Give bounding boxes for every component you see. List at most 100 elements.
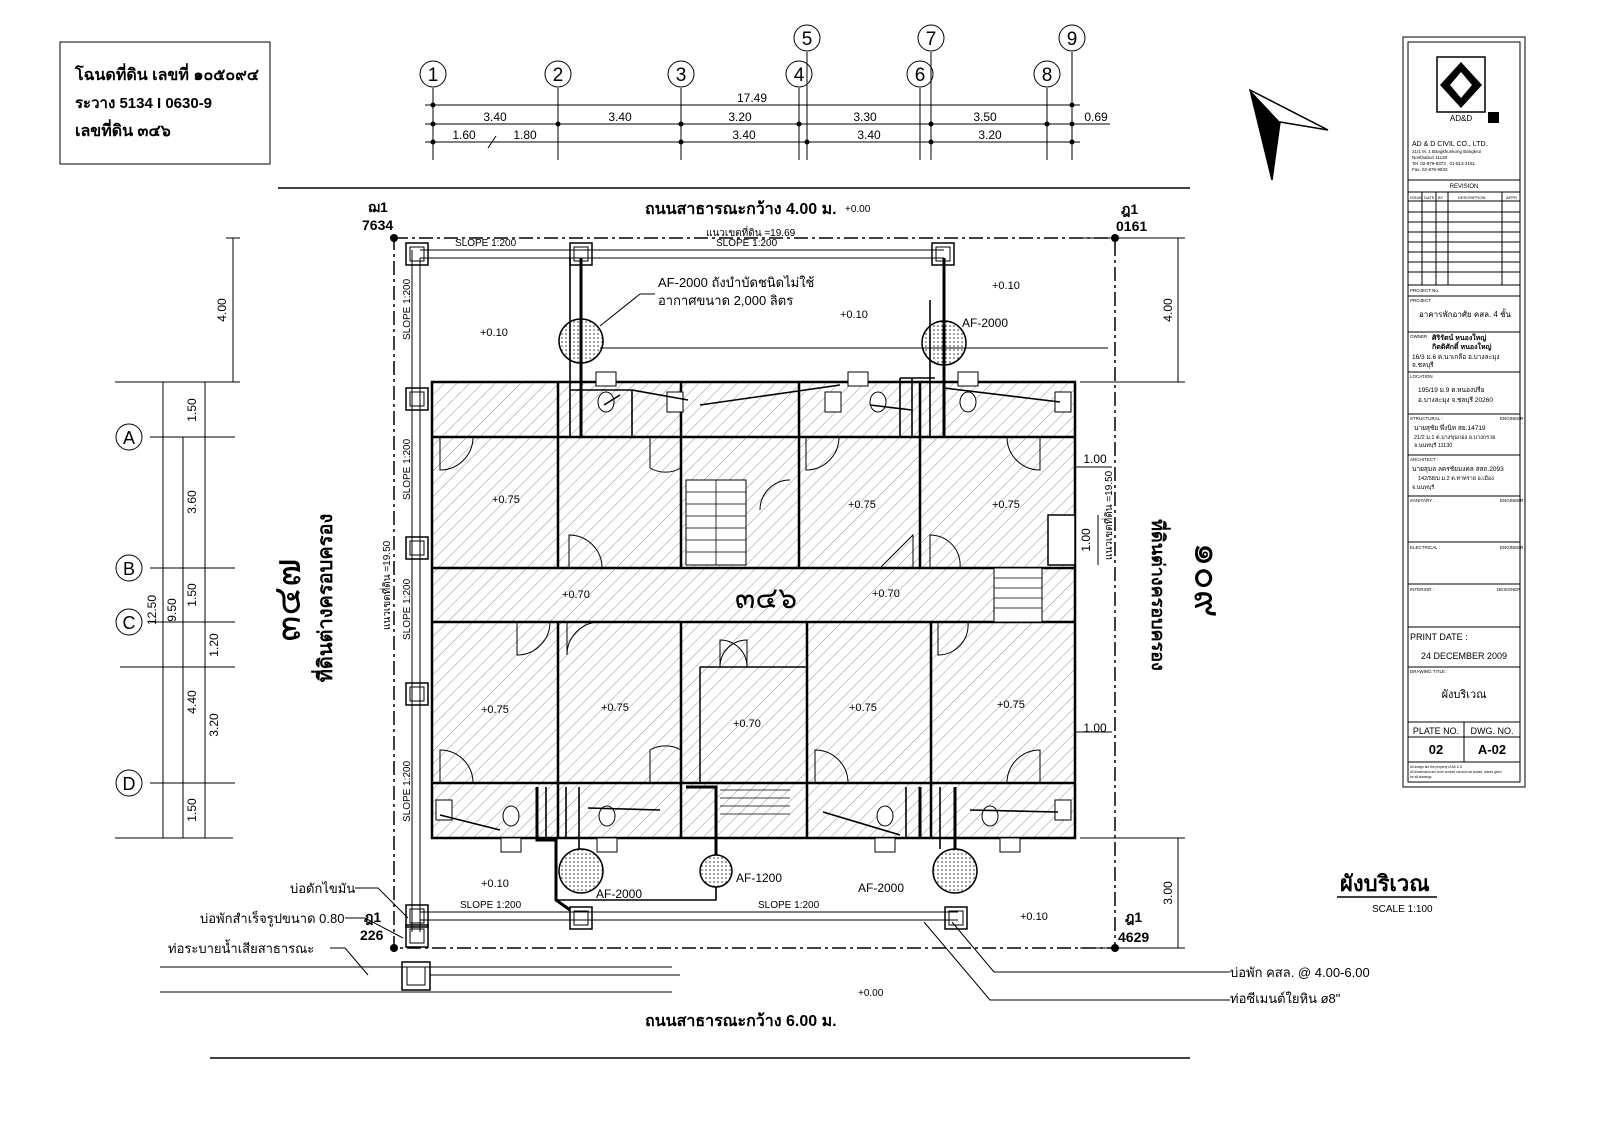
print-date-label: PRINT DATE : xyxy=(1410,632,1468,642)
road-bottom-label: ถนนสาธารณะกว้าง 6.00 ม. xyxy=(645,1012,837,1030)
tank-note-2: อากาศขนาด 2,000 ลิตร xyxy=(658,293,793,308)
grid-label-D: D xyxy=(123,774,136,794)
level-corr-1: +0.70 xyxy=(562,589,590,601)
marker-br-num: 4629 xyxy=(1118,929,1149,945)
neighbor-right-text: ที่ดินต่างครอบครอง xyxy=(1148,519,1171,671)
dim-left-mid-1: 3.20 xyxy=(207,713,221,737)
grid-label-4: 4 xyxy=(794,65,805,86)
level-room-6: +0.75 xyxy=(849,702,877,714)
building-plan xyxy=(430,371,1077,853)
rev-col-by: BY xyxy=(1438,195,1444,200)
rev-col-issue: ISSUE xyxy=(1410,195,1422,200)
dim-left-2: 1.50 xyxy=(185,583,199,607)
bathroom-fixtures xyxy=(435,371,1072,853)
drain-channels xyxy=(411,249,958,932)
marker-tl-code: ฌ1 xyxy=(368,199,388,215)
rev-col-desc: DESCRIPTION xyxy=(1458,195,1485,200)
logo-text: AD&D xyxy=(1450,114,1472,123)
site-boundary xyxy=(393,237,1116,949)
leader-manhole: บ่อพักสำเร็จรูปขนาด 0.80 xyxy=(200,909,344,927)
dim-r1-2: 3.20 xyxy=(728,110,752,124)
project-name: อาคารพักอาศัย คสล. 4 ชั้น xyxy=(1419,308,1512,319)
dim-left-mid-0: 9.50 xyxy=(165,598,179,622)
dwg-no-label: DWG. NO. xyxy=(1471,726,1514,736)
dim-right-1: 1.00 xyxy=(1083,452,1107,466)
owner-prov: จ.ชลบุรี xyxy=(1412,361,1434,369)
level-room-7: +0.75 xyxy=(997,699,1025,711)
neighbor-left-text: ที่ดินต่างครอบครอง xyxy=(310,514,337,683)
marker-bl-code: ฎ1 xyxy=(364,909,381,926)
marker-tr-num: 0161 xyxy=(1116,218,1147,234)
footer-2: All dimensions are to be worked out and … xyxy=(1410,770,1502,774)
deed-line-1: โฉนดที่ดิน เลขที่ ๑๐๕๐๙๔ xyxy=(74,63,259,84)
slope-label-5: SLOPE 1:200 xyxy=(402,578,413,640)
leader-grease-trap: บ่อดักไขมัน xyxy=(290,881,355,896)
road-top-label: ถนนสาธารณะกว้าง 4.00 ม. xyxy=(645,200,837,218)
interior-designer-label: DESIGNER xyxy=(1497,587,1521,592)
architect-2: 142/58/ม ม.2 ต.ทาทราย อ.เมือง xyxy=(1418,475,1494,482)
dim-total: 17.49 xyxy=(737,91,767,105)
dim-r2-1: 1.80 xyxy=(513,128,537,142)
electrical-label: ELECTRICAL : xyxy=(1410,545,1440,550)
architect-3: จ.นนทบุรี xyxy=(1412,484,1434,491)
right-dimensions: 4.00 3.00 1.00 1.00 1.00 xyxy=(1075,237,1185,949)
drawing-title-label: DRAWING TITLE : xyxy=(1410,669,1448,674)
level-site-tc: +0.10 xyxy=(840,309,868,321)
septic-tank-br xyxy=(932,848,978,894)
plot-number: ๓๔๖ xyxy=(735,581,797,616)
level-room-5: +0.75 xyxy=(601,702,629,714)
level-site-tr: +0.10 xyxy=(992,280,1020,292)
company-logo xyxy=(1436,56,1486,113)
owner-name-1: ศิริรัตน์ หนองใหญ่ xyxy=(1431,333,1486,342)
leader-public-drain: ท่อระบายน้ำเสียสาธารณะ xyxy=(168,939,314,956)
structural-3: จ.นนทบุรี 11130 xyxy=(1414,442,1452,449)
grid-bubble-9 xyxy=(1058,24,1086,52)
plate-no: 02 xyxy=(1429,742,1443,757)
owner-addr: 16/3 ม.6 ต.นาเกลือ อ.บางละมุง xyxy=(1412,353,1500,361)
dim-left-0: 1.50 xyxy=(185,398,199,422)
dim-right-2: 1.00 xyxy=(1079,528,1093,552)
dim-left-1: 3.60 xyxy=(185,490,199,514)
grid-bubble-B xyxy=(115,554,143,582)
sanitary-label: SANITARY : xyxy=(1410,498,1435,503)
title-block-drawing-title: ผังบริเวณ xyxy=(1442,689,1487,701)
level-room-3: +0.75 xyxy=(992,499,1020,511)
company-addr-2: Nonthaburi 11130 xyxy=(1412,155,1448,160)
neighbor-right-number: ๑๐๙ xyxy=(1186,542,1230,617)
dim-r2-4: 3.20 xyxy=(978,128,1002,142)
grid-bubble-3 xyxy=(667,60,695,88)
structural-1: นายสุชัย พึ่งนิท สย.14719 xyxy=(1414,423,1486,432)
drawing-scale: SCALE 1:100 xyxy=(1372,904,1433,915)
deed-line-3: เลขที่ดิน ๓๔๖ xyxy=(75,119,171,140)
grid-label-5: 5 xyxy=(802,29,813,50)
company-addr-3: Tel. 02-879-8373 , 01-813-3151 xyxy=(1412,161,1476,166)
grid-bubble-6 xyxy=(906,60,934,88)
grid-label-8: 8 xyxy=(1042,65,1053,86)
location-label: LOCATION xyxy=(1410,374,1433,379)
drain-pipes xyxy=(430,258,1061,976)
company-addr-4: Fax. 02-879-9833 xyxy=(1412,167,1448,172)
leader-pipe: ท่อซีเมนต์ใยหิน ø8" xyxy=(1230,991,1341,1006)
plate-no-label: PLATE NO. xyxy=(1413,726,1459,736)
north-arrow-icon xyxy=(1248,88,1329,181)
slope-label-2: SLOPE 1:200 xyxy=(716,238,778,249)
boundary-left: แนวเขตที่ดิน =19.50 xyxy=(379,540,393,630)
septic-tank-bl xyxy=(558,848,604,894)
grid-bubble-4 xyxy=(785,60,813,88)
dim-r2-2: 3.40 xyxy=(732,128,756,142)
dim-r1-0: 3.40 xyxy=(483,110,507,124)
company-name: AD & D CIVIL CO., LTD. xyxy=(1412,141,1488,148)
grid-label-2: 2 xyxy=(553,65,564,86)
road-top-level: +0.00 xyxy=(845,204,871,215)
grid-bubble-5 xyxy=(793,24,821,52)
grid-label-A: A xyxy=(123,428,135,448)
septic-tank-bc xyxy=(699,854,733,888)
sanitary-engineer-label: ENGINEER xyxy=(1500,498,1524,503)
slope-label-3: SLOPE 1:200 xyxy=(402,278,413,340)
structural-2: 21/2 ม.1 ต.บางขุนกอง อ.บางกรวย xyxy=(1414,435,1495,441)
grid-label-6: 6 xyxy=(915,65,926,86)
company-addr-1: 21/1 M. 1 Bangkhunkong Bangkrui xyxy=(1412,149,1481,154)
revision-header: REVISION xyxy=(1450,184,1479,190)
grid-bubble-8 xyxy=(1033,60,1061,88)
